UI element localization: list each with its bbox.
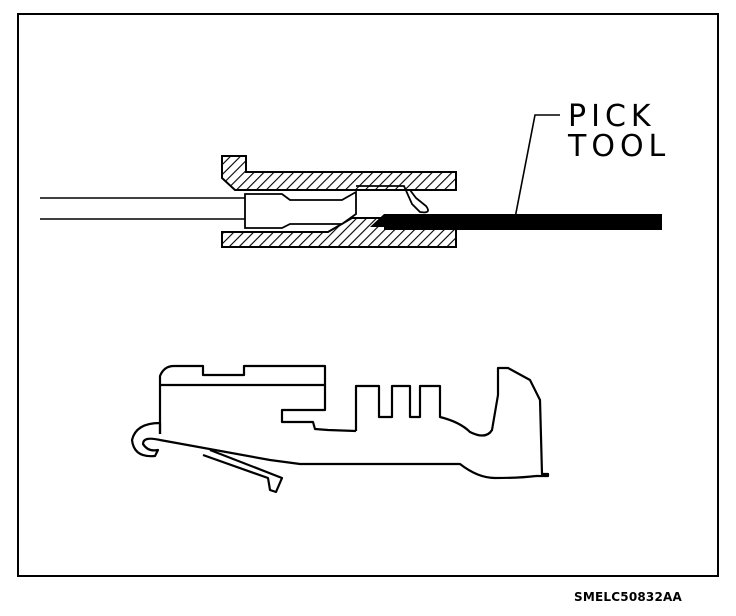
locking-tang <box>356 185 429 214</box>
housing-upper-wall <box>221 155 457 191</box>
connector-cross-section: PICK TOOL <box>40 99 670 248</box>
terminal-rear-hook <box>130 421 162 458</box>
terminal-spring-latch <box>202 448 284 494</box>
terminal-in-housing <box>244 190 357 229</box>
pick-tool-label-line2: TOOL <box>567 129 670 164</box>
pick-tool-leader-line <box>514 114 560 219</box>
terminal-body-bottom <box>159 438 537 480</box>
diagram-border <box>17 13 719 577</box>
figure-code-label: SMELC50832AA <box>574 590 682 604</box>
pick-tool-label-line1: PICK <box>568 99 656 134</box>
terminal-side-view <box>130 364 550 494</box>
terminal-body-top <box>158 364 357 434</box>
terminal-crimp-wings <box>354 366 550 478</box>
pick-tool-shaft <box>384 214 662 230</box>
